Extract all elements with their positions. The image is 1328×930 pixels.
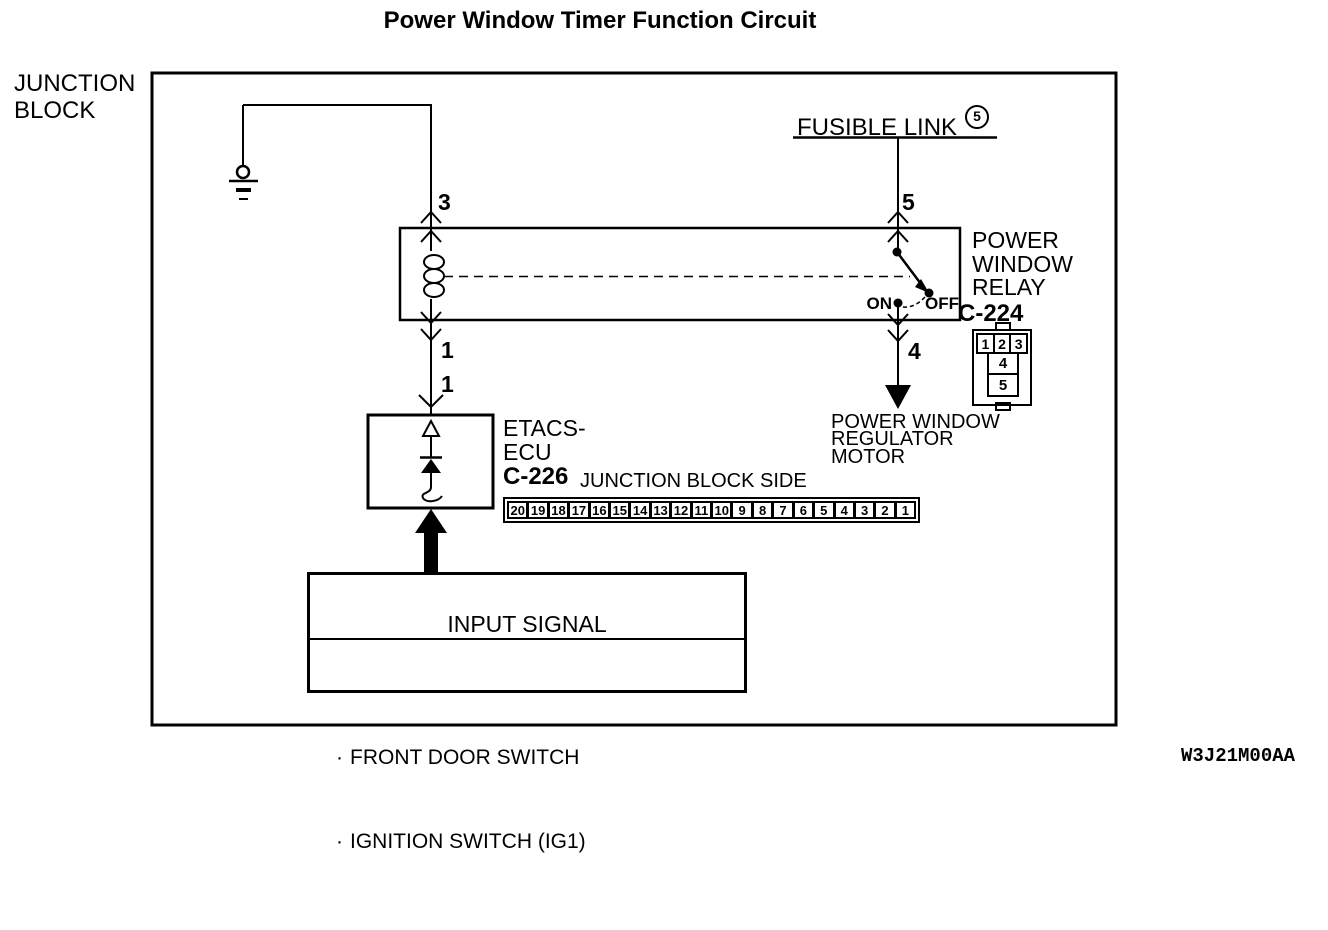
ecu-pin-cell: 12 bbox=[670, 501, 692, 519]
c224-pin-cell: 3 bbox=[1009, 335, 1026, 352]
bullet: · bbox=[336, 830, 343, 853]
pin-label-5: 5 bbox=[902, 189, 915, 215]
ecu-pin-cell: 10 bbox=[711, 501, 733, 519]
motor-arrow-icon bbox=[885, 385, 911, 409]
input-signal-header: INPUT SIGNAL bbox=[310, 611, 744, 640]
junction-block-box bbox=[150, 71, 1118, 727]
ground-icon bbox=[229, 105, 258, 200]
ecu-pin-cell: 16 bbox=[588, 501, 611, 519]
ecu-pin-cell: 3 bbox=[853, 501, 876, 519]
ecu-box bbox=[366, 413, 495, 510]
ecu-pin-cell: 11 bbox=[690, 501, 713, 519]
relay-box bbox=[398, 226, 962, 322]
connector-chevrons-pin3 bbox=[420, 210, 442, 243]
c224-pin-cell: 2 bbox=[992, 335, 1010, 352]
junction-block-side-label: JUNCTION BLOCK SIDE bbox=[580, 470, 807, 492]
pin-label-4: 4 bbox=[908, 338, 921, 364]
connector-chevrons-pin4 bbox=[887, 313, 909, 343]
c224-connector-outline bbox=[972, 329, 1032, 406]
c224-connector-bottom-tab bbox=[995, 402, 1011, 411]
ecu-pin-cell: 14 bbox=[629, 501, 651, 519]
ecu-label: ETACS-ECU bbox=[503, 415, 586, 465]
c224-pin-cell-5: 5 bbox=[987, 373, 1019, 397]
ecu-pin-cell: 5 bbox=[813, 501, 835, 519]
relay-off-label: OFF bbox=[925, 294, 959, 313]
pin-label-1b: 1 bbox=[441, 371, 454, 397]
input-signal-items: ·FRONT DOOR SWITCH ·IGNITION SWITCH (IG1… bbox=[310, 676, 744, 912]
ecu-pin-cell: 18 bbox=[547, 501, 570, 519]
fusible-link-number-badge: 5 bbox=[965, 105, 989, 129]
coil-supply-wire bbox=[243, 104, 432, 251]
input-signal-item: ·IGNITION SWITCH (IG1) bbox=[336, 828, 744, 856]
pin-label-3: 3 bbox=[438, 189, 451, 215]
ecu-pin-cell: 13 bbox=[649, 501, 672, 519]
relay-coil-icon bbox=[423, 254, 445, 298]
connector-chevrons-pin5 bbox=[887, 210, 909, 243]
document-code: W3J21M00AA bbox=[1181, 745, 1296, 767]
input-signal-item: ·FRONT DOOR SWITCH bbox=[336, 744, 744, 772]
ecu-pin-cell: 2 bbox=[874, 501, 896, 519]
ecu-pin-cell: 9 bbox=[731, 501, 753, 519]
c224-pin-cell: 1 bbox=[981, 335, 990, 352]
ecu-pin-cell: 15 bbox=[609, 501, 631, 519]
input-signal-box: INPUT SIGNAL ·FRONT DOOR SWITCH ·IGNITIO… bbox=[307, 572, 747, 853]
connector-chevrons-pin1 bbox=[418, 311, 444, 409]
wiring-diagram-page: { "colors": {"ink": "#000000", "paper": … bbox=[14, 7, 1296, 853]
bullet: · bbox=[336, 746, 343, 769]
c224-pin-cell-4: 4 bbox=[987, 352, 1019, 375]
input-arrow-icon bbox=[415, 509, 447, 573]
fusible-link-label: FUSIBLE LINK bbox=[797, 114, 958, 141]
page-title: Power Window Timer Function Circuit bbox=[383, 7, 817, 34]
ecu-pin-cell: 6 bbox=[792, 501, 815, 519]
ecu-pin-cell: 7 bbox=[772, 501, 794, 519]
ecu-connector-code: C-226 bbox=[503, 463, 569, 490]
ecu-pin-cell: 17 bbox=[568, 501, 590, 519]
relay-on-label: ON bbox=[866, 294, 893, 313]
ecu-pin-cell: 20 bbox=[507, 501, 529, 519]
relay-connector-code: C-224 bbox=[958, 300, 1024, 327]
ecu-pin-cell: 4 bbox=[833, 501, 855, 519]
ecu-pin-cell: 8 bbox=[751, 501, 774, 519]
pin-label-1a: 1 bbox=[441, 337, 454, 363]
circuit-linework bbox=[150, 71, 1118, 727]
diode-icon bbox=[420, 418, 443, 503]
ecu-pin-cell: 1 bbox=[894, 501, 917, 519]
ecu-pin-cell: 19 bbox=[527, 501, 549, 519]
